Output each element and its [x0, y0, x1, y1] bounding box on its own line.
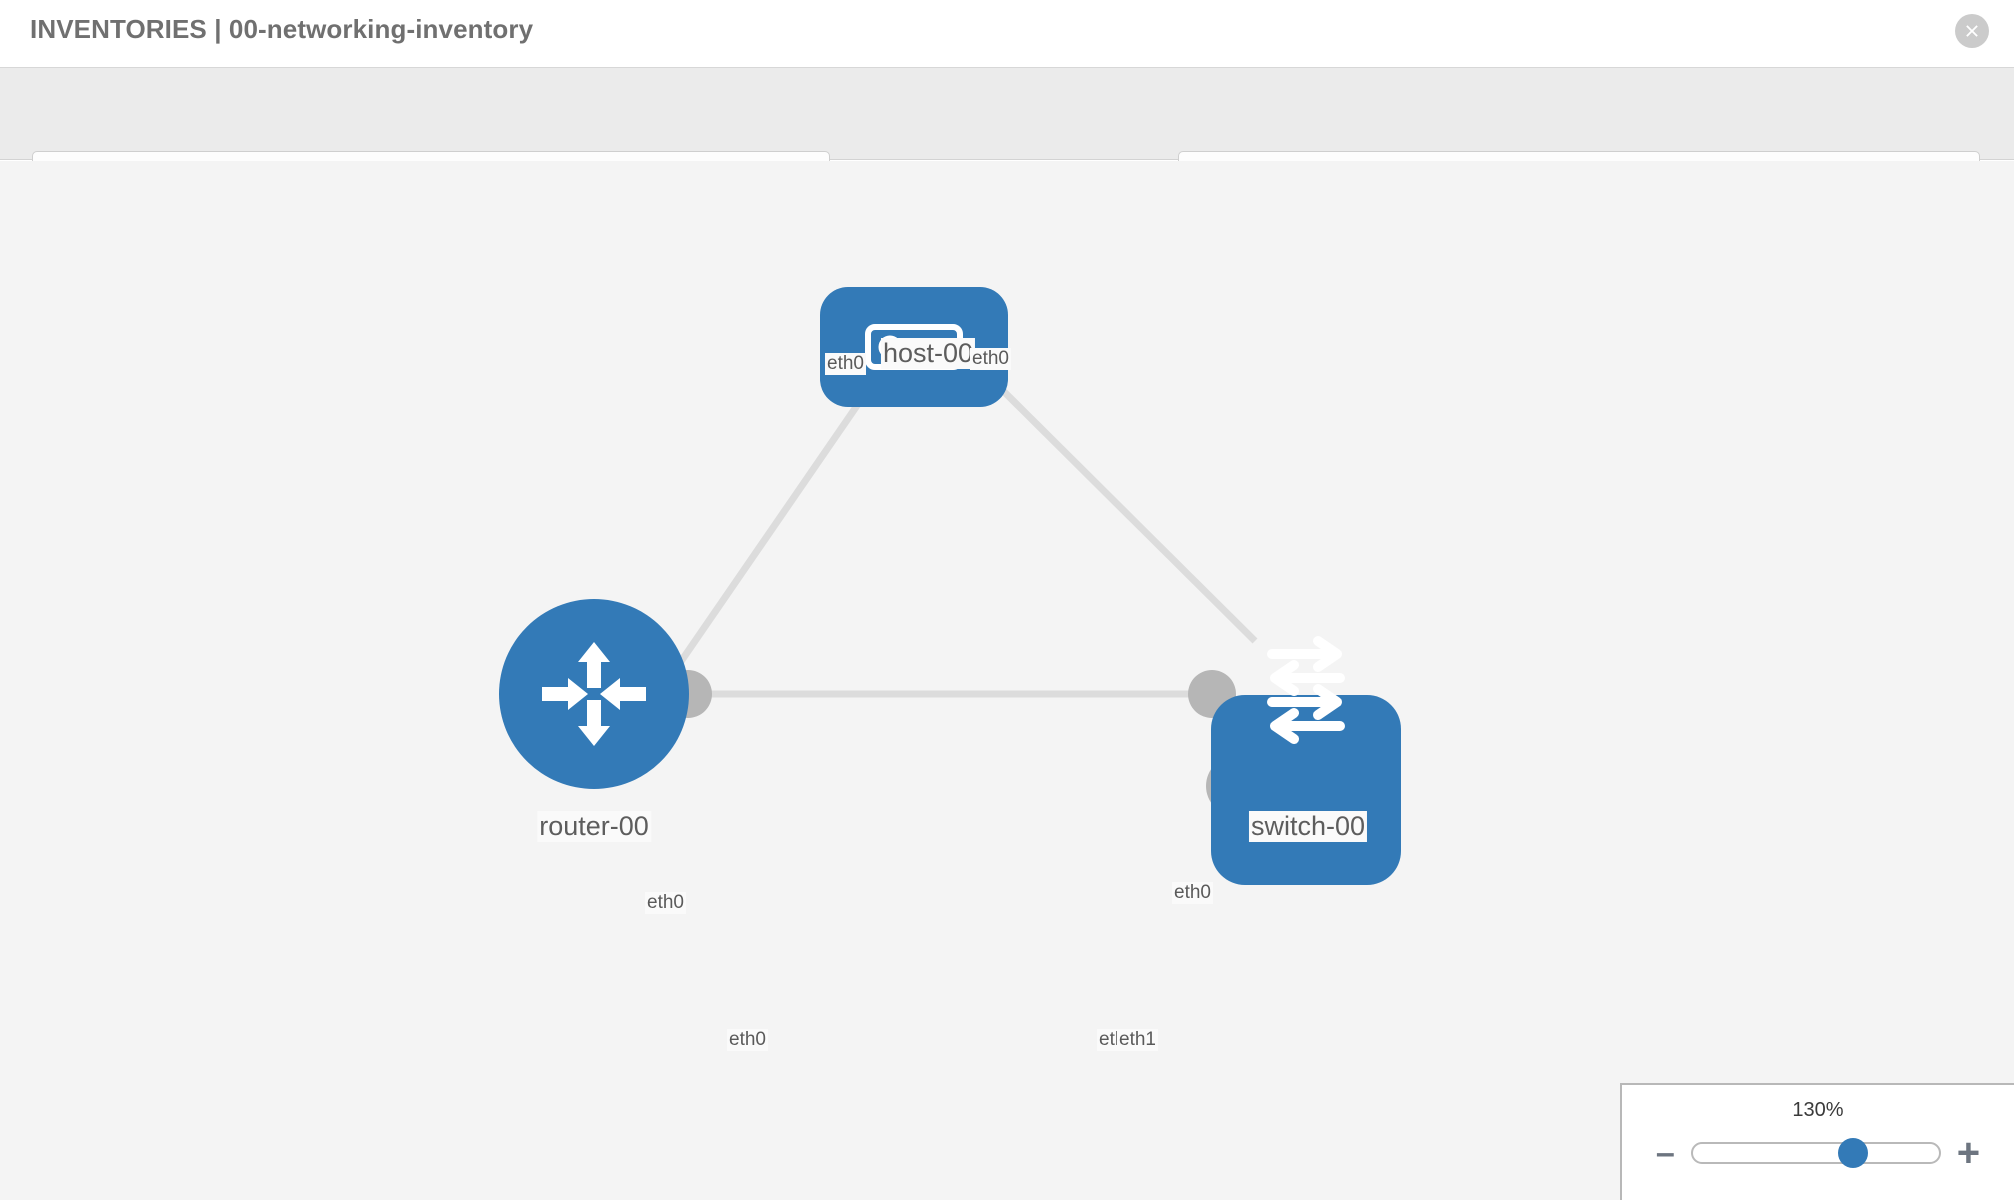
page-header: INVENTORIES | 00-networking-inventory [0, 0, 2014, 68]
link-host-switch [955, 343, 1258, 644]
close-icon[interactable] [1955, 14, 1989, 48]
zoom-out-button[interactable]: – [1655, 1134, 1675, 1172]
edge-label-router-right-eth0: eth0 [727, 1029, 768, 1051]
node-router-00 [499, 599, 689, 789]
zoom-slider-thumb[interactable] [1837, 1138, 1868, 1168]
toolbar: ACTIONS SEARCH [0, 68, 2014, 203]
edge-label-host-left-eth0: eth0 [825, 353, 866, 375]
topology-canvas[interactable]: host-00 router-00 switch-00 eth0 eth0 et… [0, 161, 2014, 1200]
zoom-slider[interactable] [1690, 1138, 1941, 1168]
node-switch-00 [1211, 641, 1401, 885]
node-label-switch-00: switch-00 [1248, 811, 1368, 842]
edge-label-host-right-eth0: eth0 [970, 348, 1011, 370]
page-title: INVENTORIES | 00-networking-inventory [30, 14, 534, 44]
topology-graph [499, 287, 1401, 885]
node-label-host-00: host-00 [880, 338, 976, 369]
edge-label-switch-up-eth0: eth0 [1172, 882, 1213, 904]
link-host-router [637, 344, 901, 723]
zoom-percent-label: 130% [1792, 1099, 1844, 1121]
zoom-in-button[interactable]: + [1956, 1131, 1981, 1175]
edge-label-switch-left-eth1: eth1 [1117, 1029, 1158, 1051]
zoom-control-panel: 130% – + [1620, 1083, 2014, 1200]
node-label-router-00: router-00 [537, 811, 651, 842]
edge-label-router-up-eth0: eth0 [645, 892, 686, 914]
topology-links [637, 343, 1258, 723]
